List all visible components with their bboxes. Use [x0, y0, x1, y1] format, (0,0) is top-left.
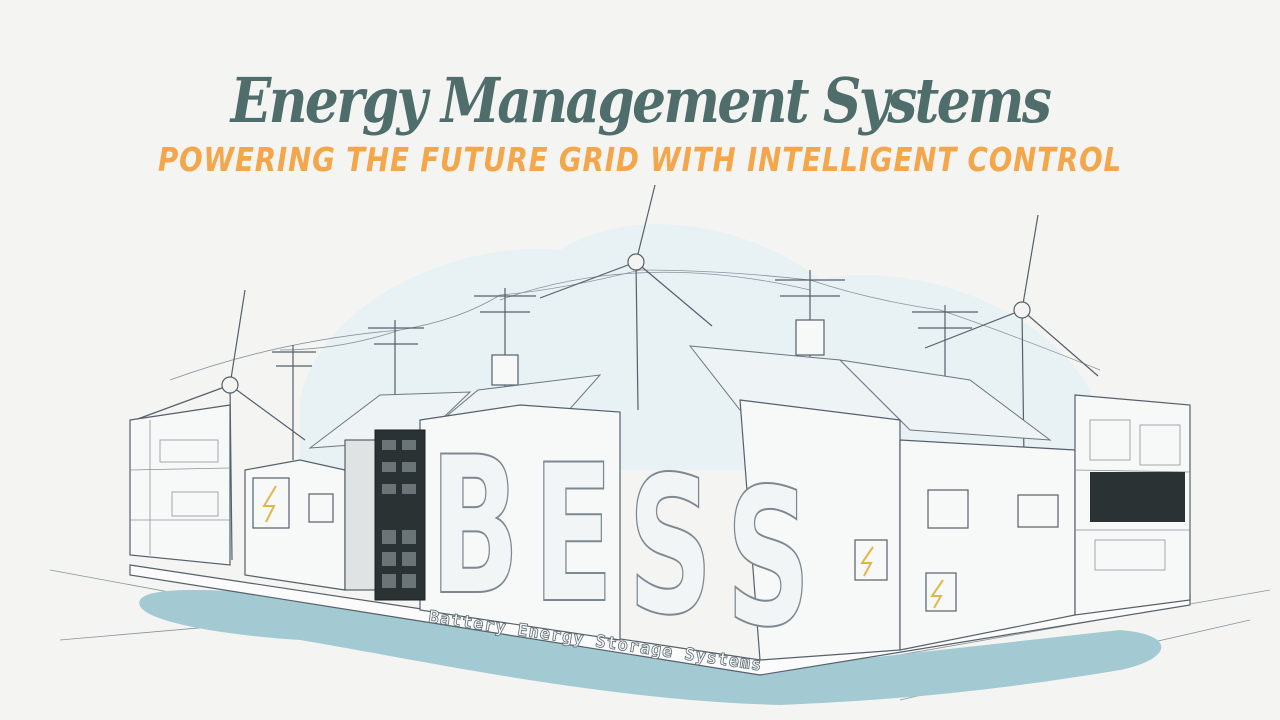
letter-e: E — [533, 425, 613, 646]
lightning-icon — [262, 485, 277, 523]
electrical-panel — [925, 572, 957, 612]
building — [899, 439, 1076, 651]
building-windows — [1074, 419, 1191, 571]
utility-pole — [272, 345, 316, 460]
utility-pole — [474, 288, 536, 400]
battery-rack — [1090, 472, 1185, 522]
letter-s: S — [726, 449, 811, 670]
page-subtitle: POWERING THE FUTURE GRID WITH INTELLIGEN… — [157, 140, 1123, 179]
building-windows — [129, 420, 231, 555]
letter-s: S — [628, 437, 713, 658]
utility-pole — [775, 270, 845, 360]
battery-modules — [382, 440, 416, 588]
battery-rack — [374, 429, 426, 601]
lightning-icon — [860, 546, 874, 577]
page-title: Energy Management Systems — [230, 64, 1052, 137]
meter-box — [308, 493, 334, 523]
battery-rack — [344, 439, 376, 591]
letter-b: B — [430, 417, 520, 638]
battery-racks — [344, 429, 1185, 601]
electrical-panel — [252, 477, 290, 529]
meter-box — [1017, 494, 1059, 528]
meter-box — [927, 489, 969, 529]
building — [129, 404, 231, 566]
electrical-panel — [854, 539, 888, 581]
water — [139, 590, 1162, 705]
wind-turbine-icon — [539, 184, 713, 411]
lightning-icon — [930, 579, 944, 609]
wind-turbine-icon — [134, 289, 306, 561]
solar-panel — [838, 359, 1052, 441]
utility-poles — [272, 270, 978, 460]
bess-letters: B E S S — [429, 416, 811, 671]
